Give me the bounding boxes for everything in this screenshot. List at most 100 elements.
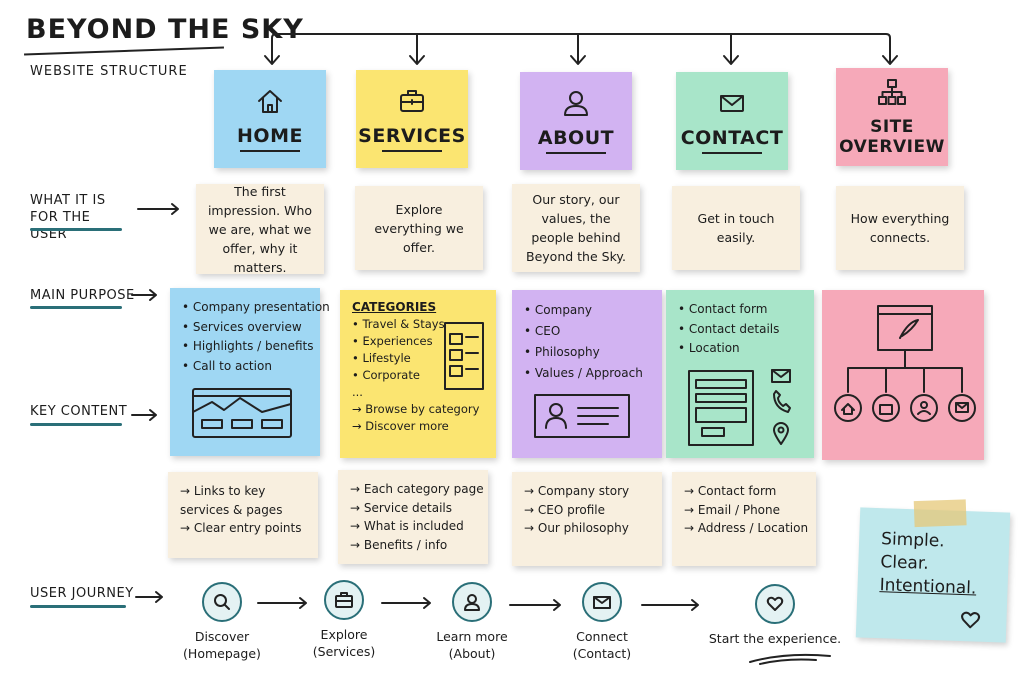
- links-note-about: Company story CEO profile Our philosophy: [512, 472, 662, 566]
- row-label-user-journey: USER JOURNEY: [30, 586, 134, 601]
- list-item: → Discover more: [352, 419, 449, 433]
- home-icon: [255, 86, 285, 120]
- section-note-about: ABOUT: [520, 72, 632, 170]
- list-item: Philosophy: [524, 342, 650, 363]
- list-item: → Browse by category: [352, 402, 480, 416]
- journey-sublabel: (Homepage): [183, 646, 261, 661]
- content-note-contact: Contact form Contact details Location: [666, 290, 814, 458]
- briefcase-icon: [324, 580, 364, 620]
- content-note-home: Company presentation Services overview H…: [170, 288, 330, 456]
- list-item: Contact form: [678, 300, 802, 320]
- description-note-contact: Get in touch easily.: [672, 186, 800, 270]
- mail-icon: [582, 582, 622, 622]
- arrow-right-icon: [135, 591, 163, 603]
- journey-label: Discover: [194, 629, 250, 644]
- list-item: Links to key services & pages: [180, 482, 306, 519]
- motto-note: Simple. Clear. Intentional.: [855, 499, 1011, 643]
- links-note-contact: Contact form Email / Phone Address / Loc…: [672, 472, 816, 566]
- description-note-home: The first impression. Who we are, what w…: [196, 184, 324, 275]
- journey-sublabel: (About): [448, 646, 496, 661]
- list-item: Call to action: [182, 357, 308, 377]
- arrow-right-icon: [381, 597, 431, 609]
- person-icon: [452, 582, 492, 622]
- section-label-contact: CONTACT: [680, 127, 784, 149]
- list-item: Contact form: [684, 482, 804, 501]
- links-note-services: Each category page Service details What …: [338, 470, 488, 564]
- journey-step-discover: Discover (Homepage): [172, 582, 272, 662]
- content-note-services: CATEGORIES Travel & Stays Experiences Li…: [340, 290, 496, 458]
- description-note-services: Explore everything we offer.: [355, 186, 483, 270]
- arrow-right-icon: [257, 597, 307, 609]
- journey-step-connect: Connect (Contact): [552, 582, 652, 662]
- search-icon: [202, 582, 242, 622]
- list-item: Email / Phone: [684, 501, 804, 520]
- list-item: Company story: [524, 482, 650, 501]
- row-label-main-purpose: MAIN PURPOSE: [30, 288, 135, 303]
- list-item: Our philosophy: [524, 519, 650, 538]
- contact-form-sketch-icon: [688, 370, 754, 446]
- list-item: Each category page: [350, 480, 484, 499]
- list-item: CEO: [524, 321, 650, 342]
- mail-icon: [717, 88, 747, 122]
- section-note-site-overview: SITE OVERVIEW: [836, 68, 948, 166]
- briefcase-icon: [397, 86, 427, 120]
- sitemap-icon: [877, 77, 907, 111]
- list-item: Address / Location: [684, 519, 808, 538]
- tape-strip: [913, 499, 967, 528]
- journey-label: Connect: [576, 629, 628, 644]
- section-label-services: SERVICES: [358, 125, 466, 147]
- journey-step-start: Start the experience.: [700, 584, 850, 647]
- heart-icon: [961, 611, 981, 629]
- section-note-contact: CONTACT: [676, 72, 788, 170]
- list-item: Values / Approach: [524, 363, 650, 384]
- list-item: Experiences: [352, 333, 484, 350]
- list-item: What is included: [350, 517, 476, 536]
- journey-label: Start the experience.: [708, 631, 842, 646]
- ellipsis-text: ...: [352, 385, 363, 399]
- list-item: Clear entry points: [180, 519, 306, 538]
- list-item: Contact details: [678, 320, 802, 340]
- arrow-right-icon: [131, 409, 157, 421]
- list-item: Service details: [350, 499, 476, 518]
- list-item: Travel & Stays: [352, 316, 484, 333]
- links-note-home: Links to key services & pages Clear entr…: [168, 472, 318, 558]
- contact-icons: [771, 369, 791, 445]
- list-item: Highlights / benefits: [182, 337, 314, 357]
- categories-heading: CATEGORIES: [352, 300, 437, 314]
- profile-card-icon: [534, 394, 630, 438]
- row-label-for-user: WHAT IT IS FOR THE USER: [30, 193, 106, 242]
- list-item: Location: [678, 339, 802, 359]
- list-item: Benefits / info: [350, 536, 476, 555]
- list-item: Services overview: [182, 318, 308, 338]
- person-icon: [561, 88, 591, 122]
- list-item: Lifestyle: [352, 350, 484, 367]
- motto-line-3: Intentional.: [879, 575, 977, 599]
- journey-label: Learn more: [436, 629, 508, 644]
- arrow-right-icon: [641, 599, 699, 611]
- journey-step-explore: Explore (Services): [294, 580, 394, 660]
- list-item: Company: [524, 300, 650, 321]
- section-note-home: HOME: [214, 70, 326, 168]
- arrow-right-icon: [137, 203, 179, 215]
- page-subtitle: WEBSITE STRUCTURE: [30, 64, 188, 79]
- list-item: Company presentation: [182, 298, 330, 318]
- section-label-site-overview: SITE OVERVIEW: [839, 117, 945, 157]
- section-label-about: ABOUT: [537, 127, 615, 149]
- journey-sublabel: (Contact): [572, 646, 632, 661]
- webpage-sketch-icon: [192, 388, 292, 438]
- list-item: Corporate: [352, 367, 484, 384]
- catalog-sketch-icon: [444, 322, 484, 390]
- description-note-site-overview: How everything connects.: [836, 186, 964, 270]
- hierarchy-connectors: [264, 33, 898, 65]
- row-label-key-content: KEY CONTENT: [30, 404, 128, 419]
- journey-label: Explore: [320, 627, 368, 642]
- underline-squiggle: [749, 653, 831, 665]
- section-note-services: SERVICES: [356, 70, 468, 168]
- description-note-about: Our story, our values, the people behind…: [512, 184, 640, 272]
- arrow-right-icon: [509, 599, 561, 611]
- list-item: CEO profile: [524, 501, 650, 520]
- content-note-about: Company CEO Philosophy Values / Approach: [512, 290, 662, 458]
- heart-icon: [755, 584, 795, 624]
- page-title: BEYOND THE SKY: [26, 14, 304, 45]
- arrow-right-icon: [131, 289, 157, 301]
